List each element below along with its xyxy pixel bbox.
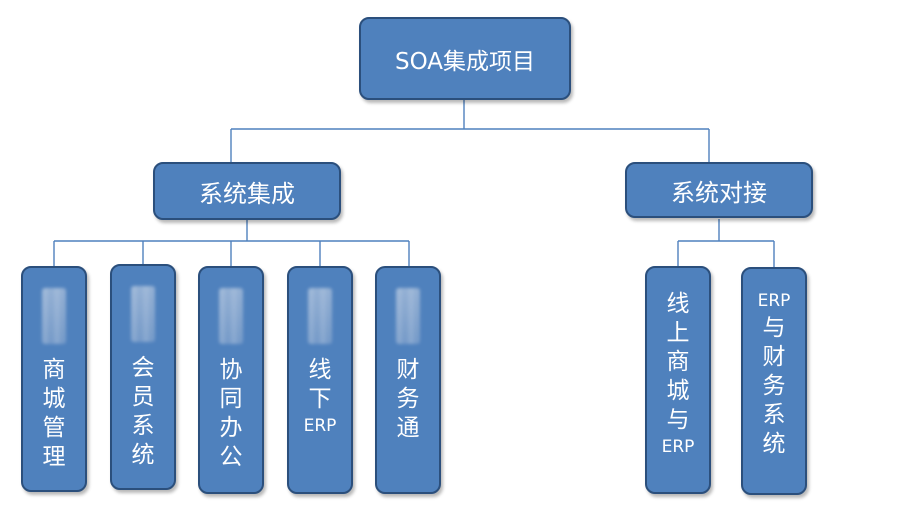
leaf-char: ERP [757, 291, 791, 311]
leaf-char: 财 [396, 357, 420, 383]
leaf-char: 员 [131, 384, 155, 410]
root-node: SOA集成项目 [359, 17, 571, 100]
leaf-char: 同 [219, 386, 243, 412]
branch-node-label: 系统集成 [199, 179, 295, 208]
leaf-char: 会 [131, 355, 155, 381]
leaf-char: 管 [42, 415, 66, 441]
leaf-char: ERP [303, 416, 337, 436]
leaf-char: 系 [131, 413, 155, 439]
leaf-char: 线 [666, 291, 690, 317]
leaf-char: 理 [42, 444, 66, 470]
leaf-node-collaborative-office: 协 同 办 公 [198, 266, 264, 494]
branch-node-system-integration: 系统集成 [153, 162, 341, 220]
leaf-char: 统 [762, 431, 786, 457]
leaf-char: 与 [666, 407, 690, 433]
redacted-icon [131, 286, 155, 342]
leaf-char: 协 [219, 357, 243, 383]
root-node-label: SOA集成项目 [394, 48, 536, 75]
redacted-icon [219, 288, 243, 344]
leaf-char: 商 [42, 357, 66, 383]
leaf-char: 统 [131, 442, 155, 468]
branch-node-system-interface: 系统对接 [625, 162, 813, 218]
leaf-node-online-mall-erp: 线 上 商 城 与 ERP [645, 266, 711, 494]
leaf-char: 下 [308, 386, 332, 412]
leaf-char: ERP [661, 437, 695, 457]
redacted-icon [308, 288, 332, 344]
redacted-icon [396, 288, 420, 344]
leaf-char: 办 [219, 415, 243, 441]
leaf-node-mall-management: 商 城 管 理 [21, 266, 87, 492]
leaf-char: 商 [666, 349, 690, 375]
leaf-char: 务 [396, 386, 420, 412]
leaf-node-offline-erp: 线 下 ERP [287, 266, 353, 494]
leaf-node-member-system: 会 员 系 统 [110, 264, 176, 490]
leaf-char: 与 [762, 315, 786, 341]
leaf-char: 线 [308, 357, 332, 383]
leaf-char: 城 [42, 386, 66, 412]
branch-node-label: 系统对接 [671, 178, 767, 207]
leaf-char: 通 [396, 415, 420, 441]
leaf-char: 系 [762, 402, 786, 428]
leaf-char: 公 [219, 444, 243, 470]
leaf-node-erp-finance-system: ERP 与 财 务 系 统 [741, 267, 807, 495]
leaf-char: 财 [762, 344, 786, 370]
leaf-char: 务 [762, 373, 786, 399]
leaf-char: 城 [666, 378, 690, 404]
leaf-char: 上 [666, 320, 690, 346]
leaf-node-finance-connect: 财 务 通 [375, 266, 441, 494]
redacted-icon [42, 288, 66, 344]
